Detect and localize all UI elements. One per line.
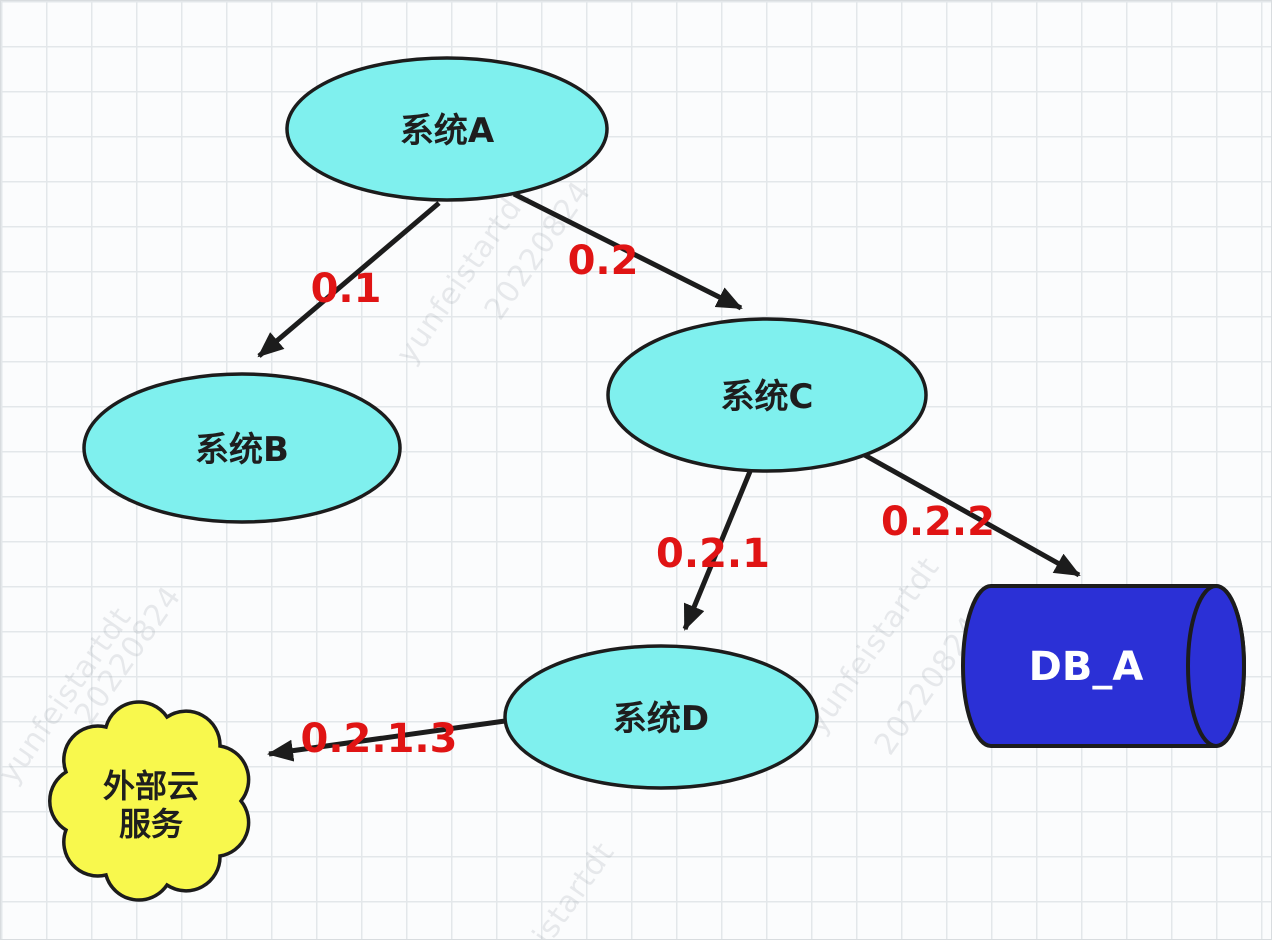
node-external-cloud-service: 外部云 服务 (48, 700, 251, 902)
node-db-a: DB_A (961, 584, 1246, 748)
db-a-label: DB_A (1029, 644, 1144, 690)
db-a-cylinder-cap (1186, 584, 1246, 748)
edge-label-0-2-1: 0.2.1 (656, 531, 770, 577)
node-system-a: 系统A (285, 56, 609, 202)
edge-label-0-1: 0.1 (311, 266, 382, 312)
node-system-b: 系统B (82, 372, 402, 524)
system-a-label: 系统A (400, 111, 495, 151)
edge-label-layer: 0.1 0.2 0.2.1 0.2.2 0.2.1.3 (301, 238, 995, 762)
system-b-label: 系统B (195, 430, 289, 470)
edge-label-0-2: 0.2 (568, 238, 639, 284)
external-cloud-label-line2: 服务 (119, 805, 183, 843)
edge-label-0-2-2: 0.2.2 (881, 499, 995, 545)
external-cloud-shape (48, 700, 251, 902)
system-c-ellipse (606, 317, 928, 473)
system-c-label: 系统C (721, 377, 814, 417)
edge-systemA-systemC (512, 191, 743, 311)
edge-systemC-dbA (859, 450, 1081, 578)
system-d-label: 系统D (613, 699, 709, 739)
edge-systemD-cloud (267, 718, 506, 762)
node-system-c: 系统C (606, 317, 928, 473)
edge-systemC-systemD (682, 468, 754, 631)
external-cloud-label-line1: 外部云 (103, 767, 199, 805)
watermark-text: yunfeistartdt (475, 836, 622, 940)
system-a-ellipse (285, 56, 609, 202)
edge-label-0-2-1-3: 0.2.1.3 (301, 716, 458, 762)
edge-systemA-systemB (257, 201, 441, 358)
node-layer: 系统A 系统B 系统C 系统D DB_A 外部云 (48, 56, 1246, 902)
system-b-ellipse (82, 372, 402, 524)
edge-layer (257, 191, 1081, 762)
node-system-d: 系统D (503, 644, 819, 790)
system-d-ellipse (503, 644, 819, 790)
